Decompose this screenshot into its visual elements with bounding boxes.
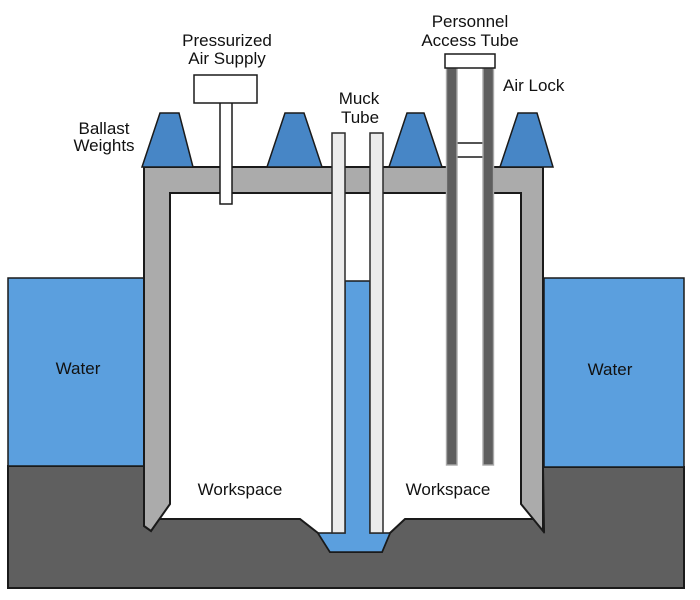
personnel-tube-bar-right	[482, 67, 495, 466]
ballast-weight-1	[140, 112, 194, 168]
label-air-lock: Air Lock	[503, 76, 565, 95]
ballast-weight-2	[265, 112, 324, 168]
label-pressurized-air-supply-line2: Air Supply	[188, 49, 266, 68]
ballast-weight-4	[498, 112, 555, 168]
label-workspace-left: Workspace	[198, 480, 283, 499]
muck-tube-wall-right	[369, 132, 384, 534]
air-supply-pipe	[219, 99, 233, 205]
label-muck-tube-line1: Muck	[339, 89, 380, 108]
label-ballast-weights-line1: Ballast	[78, 119, 129, 138]
air-supply-box	[193, 74, 258, 104]
label-water-right: Water	[588, 360, 633, 379]
ballast-weight-3	[387, 112, 444, 168]
water-body-right	[543, 277, 685, 468]
personnel-tube-cap	[444, 53, 496, 69]
label-water-left: Water	[56, 359, 101, 378]
muck-tube-wall-left	[331, 132, 346, 534]
label-personnel-access-tube-line1: Personnel	[432, 12, 509, 31]
label-muck-tube-line2: Tube	[341, 108, 379, 127]
label-pressurized-air-supply-line1: Pressurized	[182, 31, 272, 50]
label-personnel-access-tube-line2: Access Tube	[421, 31, 518, 50]
label-workspace-right: Workspace	[406, 480, 491, 499]
label-ballast-weights-line2: Weights	[73, 136, 134, 155]
air-lock-chamber	[454, 142, 486, 158]
personnel-tube-bar-left	[445, 67, 458, 466]
